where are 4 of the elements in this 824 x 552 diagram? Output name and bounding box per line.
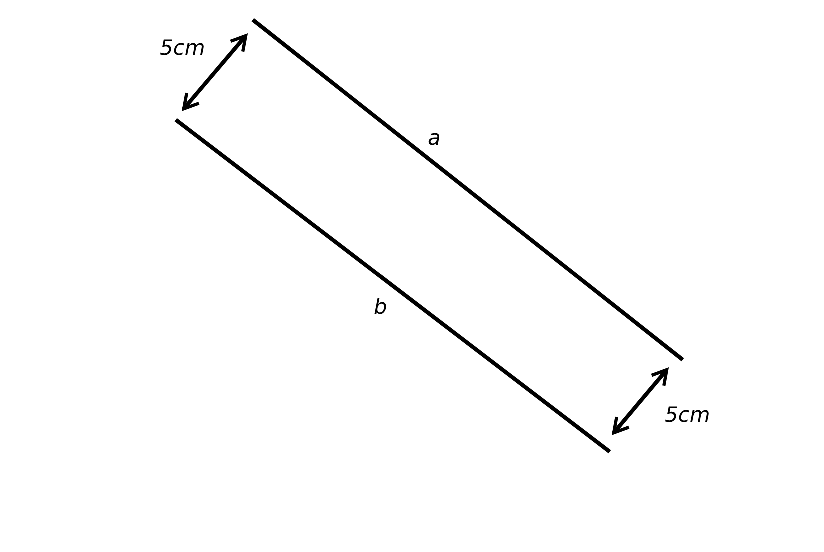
dimension-label: 5cm xyxy=(665,405,710,426)
line-label: b xyxy=(374,297,388,318)
line-label: a xyxy=(428,128,441,149)
dimension-label: 5cm xyxy=(160,38,206,59)
